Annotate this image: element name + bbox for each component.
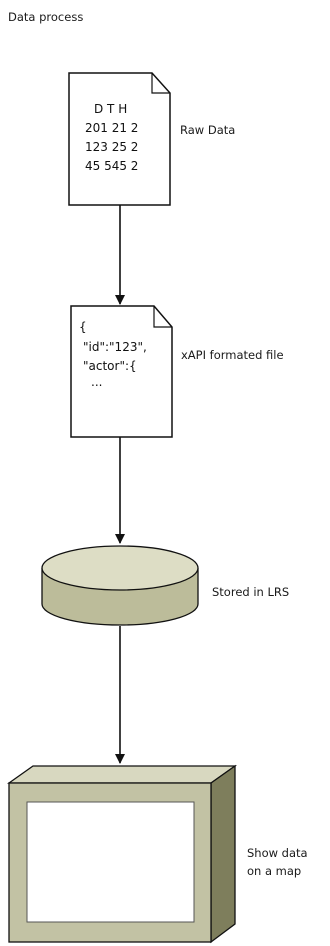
lrs-label: Stored in LRS	[212, 585, 289, 599]
raw-data-line-1: D T H	[94, 102, 127, 116]
diagram-title: Data process	[8, 10, 83, 24]
map-display-icon	[6, 764, 238, 944]
raw-data-line-3: 123 25 2	[85, 140, 138, 154]
map-label-line-1: Show data	[247, 846, 308, 860]
xapi-line-4: ...	[91, 375, 102, 389]
raw-data-line-2: 201 21 2	[85, 121, 138, 135]
raw-data-line-4: 45 545 2	[85, 159, 138, 173]
map-label-line-2: on a map	[247, 864, 301, 878]
xapi-line-3: "actor":{	[83, 359, 137, 373]
xapi-file-label: xAPI formated file	[181, 348, 284, 362]
xapi-file-document: { "id":"123", "actor":{ ...	[70, 305, 173, 438]
lrs-database-icon	[41, 545, 199, 626]
raw-data-label: Raw Data	[180, 123, 235, 137]
xapi-line-1: {	[79, 320, 87, 334]
xapi-line-2: "id":"123",	[83, 340, 147, 354]
raw-data-document: D T H 201 21 2 123 25 2 45 545 2	[68, 72, 171, 206]
